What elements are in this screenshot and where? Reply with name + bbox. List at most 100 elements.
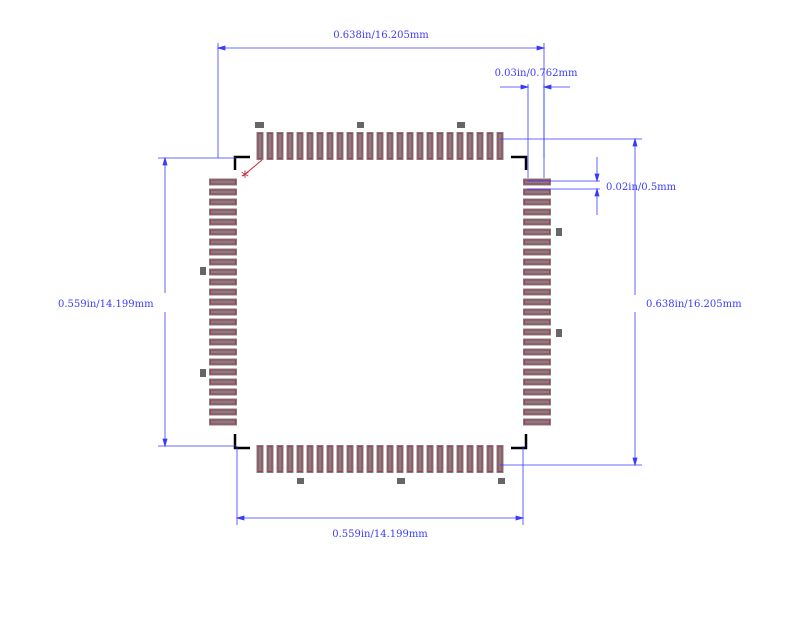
- top-pad-outline: [257, 133, 263, 159]
- right-pad-outline: [524, 339, 550, 345]
- left-pad-outline: [210, 359, 236, 365]
- top-pad: [436, 132, 444, 160]
- left-pad: [209, 238, 237, 246]
- left-pad-outline: [210, 299, 236, 305]
- left-pad: [209, 348, 237, 356]
- bottom-pad: [396, 445, 404, 473]
- left-pad: [209, 318, 237, 326]
- bottom-pad-outline: [397, 446, 403, 472]
- bottom-pad: [456, 445, 464, 473]
- bottom-pad-outline: [307, 446, 313, 472]
- right-pad: [523, 238, 551, 246]
- bottom-pad: [446, 445, 454, 473]
- bottom-pad-outline: [327, 446, 333, 472]
- bottom-pad-outline: [337, 446, 343, 472]
- top-pad-outline: [367, 133, 373, 159]
- reference-mark: [200, 267, 206, 275]
- left-pad-outline: [210, 409, 236, 415]
- bottom-pad-outline: [427, 446, 433, 472]
- top-pad: [396, 132, 404, 160]
- left-pad: [209, 248, 237, 256]
- top-pad-outline: [457, 133, 463, 159]
- left-pad: [209, 338, 237, 346]
- right-pad-outline: [524, 349, 550, 355]
- bottom-pad-outline: [317, 446, 323, 472]
- left-pad: [209, 358, 237, 366]
- left-pad-outline: [210, 319, 236, 325]
- left-height-dimension: 0.559in/14.199mm: [58, 299, 154, 310]
- bottom-pad: [316, 445, 324, 473]
- left-pad-outline: [210, 349, 236, 355]
- left-pad-outline: [210, 389, 236, 395]
- pad-width-dimension: 0.03in/0.762mm: [495, 68, 578, 79]
- left-pad: [209, 298, 237, 306]
- right-pad-outline: [524, 269, 550, 275]
- top-pad-outline: [397, 133, 403, 159]
- top-pad: [336, 132, 344, 160]
- top-pad-outline: [327, 133, 333, 159]
- top-pad-outline: [407, 133, 413, 159]
- right-pad-outline: [524, 399, 550, 405]
- bottom-pad-outline: [467, 446, 473, 472]
- right-pad-outline: [524, 259, 550, 265]
- left-pad: [209, 368, 237, 376]
- right-pad: [523, 388, 551, 396]
- top-pad: [366, 132, 374, 160]
- right-pad: [523, 218, 551, 226]
- top-pad: [426, 132, 434, 160]
- corner-top-right: [511, 155, 528, 170]
- top-pad-outline: [437, 133, 443, 159]
- reference-mark: [255, 122, 264, 128]
- right-pad-outline: [524, 199, 550, 205]
- top-pad-outline: [317, 133, 323, 159]
- left-pad-outline: [210, 219, 236, 225]
- left-pad-outline: [210, 419, 236, 425]
- left-pad: [209, 408, 237, 416]
- bottom-pad-outline: [487, 446, 493, 472]
- reference-mark: [498, 478, 505, 484]
- bottom-pad-outline: [267, 446, 273, 472]
- right-pad-outline: [524, 389, 550, 395]
- right-pad: [523, 368, 551, 376]
- left-pad-outline: [210, 189, 236, 195]
- bottom-pad: [276, 445, 284, 473]
- left-pad: [209, 278, 237, 286]
- top-pad: [446, 132, 454, 160]
- right-pad-column: [523, 178, 551, 426]
- top-pad: [456, 132, 464, 160]
- top-pad-outline: [477, 133, 483, 159]
- right-pad: [523, 188, 551, 196]
- bottom-pad: [286, 445, 294, 473]
- bottom-pad-outline: [407, 446, 413, 472]
- top-pad: [486, 132, 494, 160]
- right-pad: [523, 258, 551, 266]
- bottom-pad-outline: [277, 446, 283, 472]
- left-pad-outline: [210, 289, 236, 295]
- right-pad: [523, 298, 551, 306]
- top-pad: [326, 132, 334, 160]
- left-pad-outline: [210, 239, 236, 245]
- left-pad-outline: [210, 309, 236, 315]
- bottom-pad-outline: [447, 446, 453, 472]
- bottom-pad: [346, 445, 354, 473]
- reference-mark: [556, 329, 562, 337]
- top-pad-outline: [487, 133, 493, 159]
- left-pad-outline: [210, 209, 236, 215]
- right-pad: [523, 208, 551, 216]
- top-pad-outline: [287, 133, 293, 159]
- bottom-pad: [476, 445, 484, 473]
- bottom-pad: [466, 445, 474, 473]
- bottom-pad: [426, 445, 434, 473]
- corner-top-left: [233, 155, 250, 170]
- top-pad-outline: [387, 133, 393, 159]
- reference-mark: [556, 228, 562, 236]
- bottom-pad: [266, 445, 274, 473]
- top-pad-outline: [447, 133, 453, 159]
- left-pad: [209, 228, 237, 236]
- right-pad: [523, 418, 551, 426]
- right-pad-outline: [524, 329, 550, 335]
- top-pad-outline: [497, 133, 503, 159]
- right-pad: [523, 328, 551, 336]
- left-pad-outline: [210, 369, 236, 375]
